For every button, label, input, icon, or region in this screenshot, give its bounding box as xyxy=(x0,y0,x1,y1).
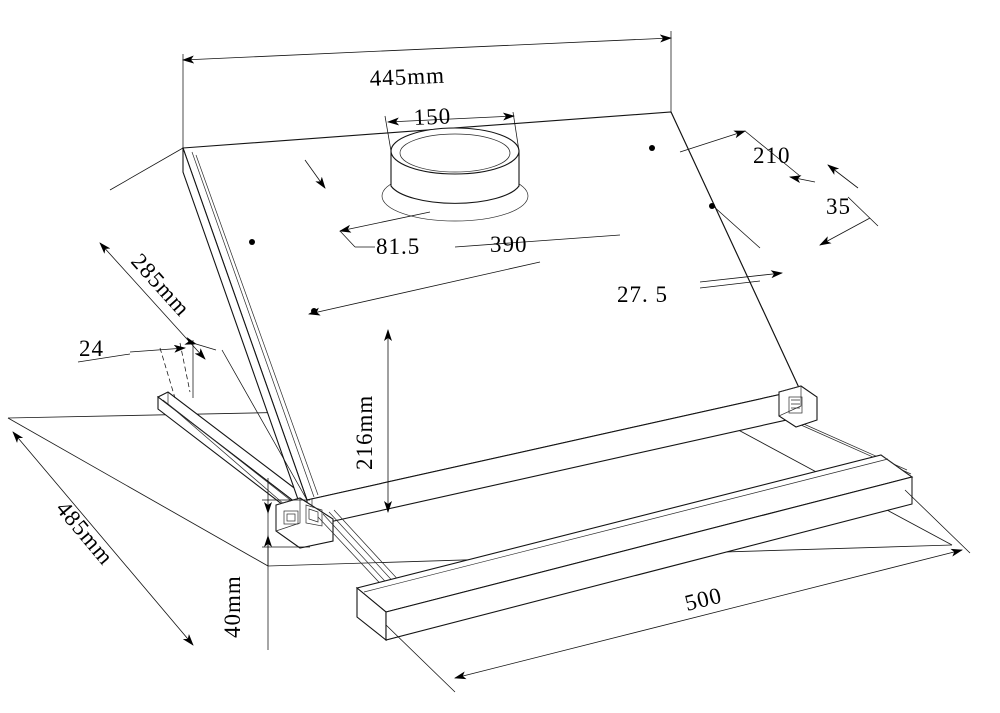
dimension-bracket-35: 35 xyxy=(819,164,879,246)
dimension-label-35: 35 xyxy=(826,194,851,219)
dimension-label-485mm: 485mm xyxy=(51,496,119,570)
leader-marks xyxy=(249,145,655,245)
dimension-height-216: 216mm xyxy=(352,329,392,513)
dimension-duct-offset-long: 390 xyxy=(308,232,621,316)
duct-collar xyxy=(381,127,529,222)
dimension-duct-diameter: 150 xyxy=(384,103,520,152)
dimension-offset-24: 24 xyxy=(77,336,217,399)
dimension-panel-height-40: 40mm xyxy=(220,478,310,650)
slide-rail-left xyxy=(156,391,311,520)
dimension-label-150: 150 xyxy=(413,103,452,130)
dimension-bracket-210: 210 xyxy=(679,130,816,184)
dimension-label-40mm: 40mm xyxy=(220,575,245,638)
dimension-label-445mm: 445mm xyxy=(369,63,445,91)
dimension-label-390: 390 xyxy=(490,232,528,257)
dimension-label-216mm: 216mm xyxy=(352,395,377,470)
dimension-duct-offset-left: 81.5 xyxy=(339,211,431,259)
control-right[interactable] xyxy=(778,385,818,428)
dimension-label-81-5: 81.5 xyxy=(376,234,420,259)
dimension-label-24: 24 xyxy=(79,336,104,361)
control-left[interactable] xyxy=(275,497,334,549)
telescopic-rails xyxy=(317,509,404,595)
dimension-label-500: 500 xyxy=(682,583,724,616)
dimension-label-27-5: 27. 5 xyxy=(617,282,668,307)
dimension-label-210: 210 xyxy=(753,143,791,168)
dimension-width-top: 445mm xyxy=(182,31,672,148)
dimension-offset-27-5: 27. 5 xyxy=(617,203,783,307)
